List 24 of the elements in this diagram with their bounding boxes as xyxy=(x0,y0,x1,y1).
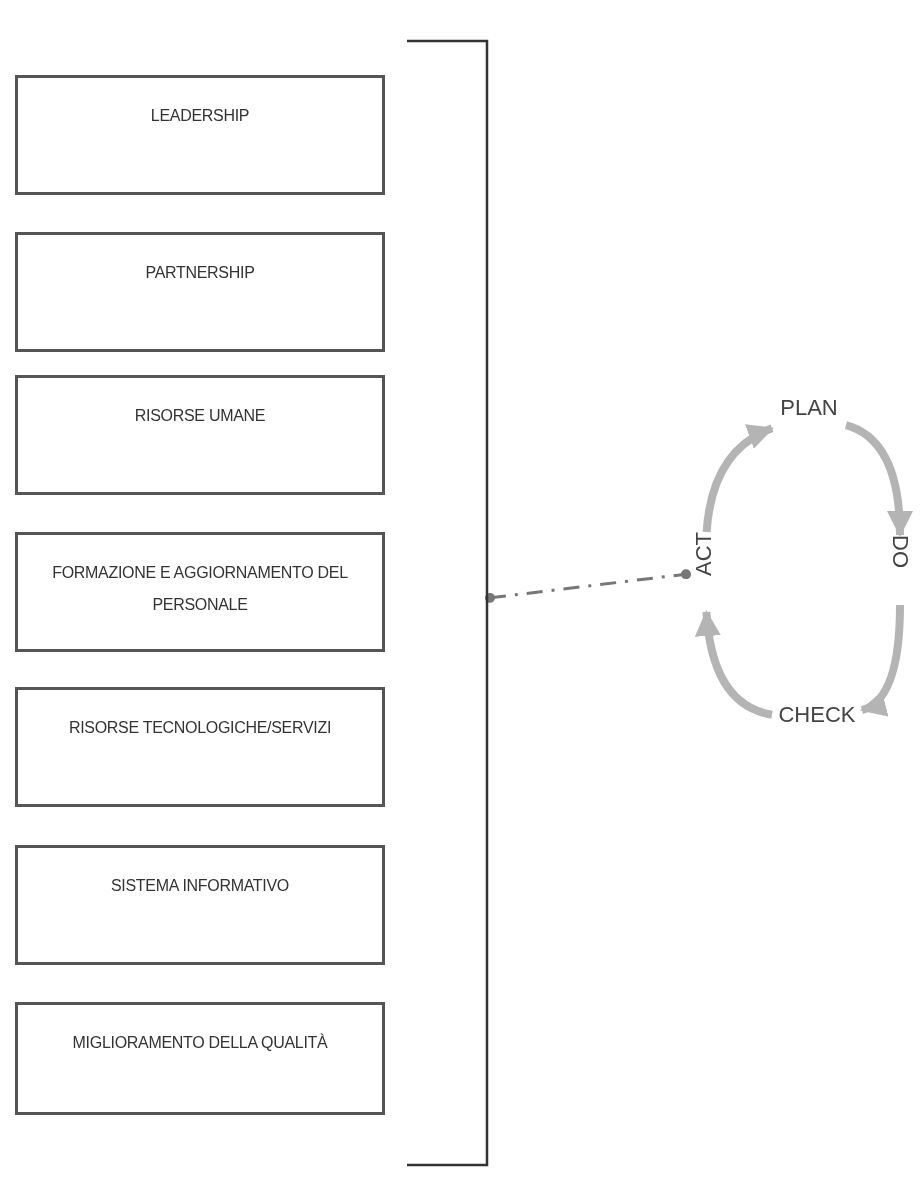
cycle-arrow xyxy=(702,424,774,533)
cycle-step-label: ACT xyxy=(691,532,717,576)
category-box xyxy=(15,232,385,352)
box-label: FORMAZIONE E AGGIORNAMENTO DEL PERSONALE xyxy=(51,563,349,615)
category-box xyxy=(15,75,385,195)
connector-line xyxy=(485,569,691,603)
cycle-arrow xyxy=(844,421,913,537)
category-box xyxy=(15,1002,385,1115)
box-label: RISORSE UMANE xyxy=(133,406,267,426)
category-box xyxy=(15,845,385,965)
box-label: LEADERSHIP xyxy=(149,106,251,126)
category-box xyxy=(15,687,385,807)
box-label: RISORSE TECNOLOGICHE/SERVIZI xyxy=(67,718,333,738)
cycle-step-label: PLAN xyxy=(779,395,839,421)
cycle-step-label: DO xyxy=(887,535,913,568)
cycle-arrow xyxy=(695,610,773,719)
box-label: MIGLIORAMENTO DELLA QUALITÀ xyxy=(71,1032,329,1053)
bracket xyxy=(405,38,490,1168)
category-box xyxy=(15,532,385,652)
category-box xyxy=(15,375,385,495)
cycle-arrow xyxy=(860,604,904,714)
box-label: PARTNERSHIP xyxy=(144,263,256,283)
box-label: SISTEMA INFORMATIVO xyxy=(110,876,290,896)
cycle-step-label: CHECK xyxy=(777,702,857,728)
